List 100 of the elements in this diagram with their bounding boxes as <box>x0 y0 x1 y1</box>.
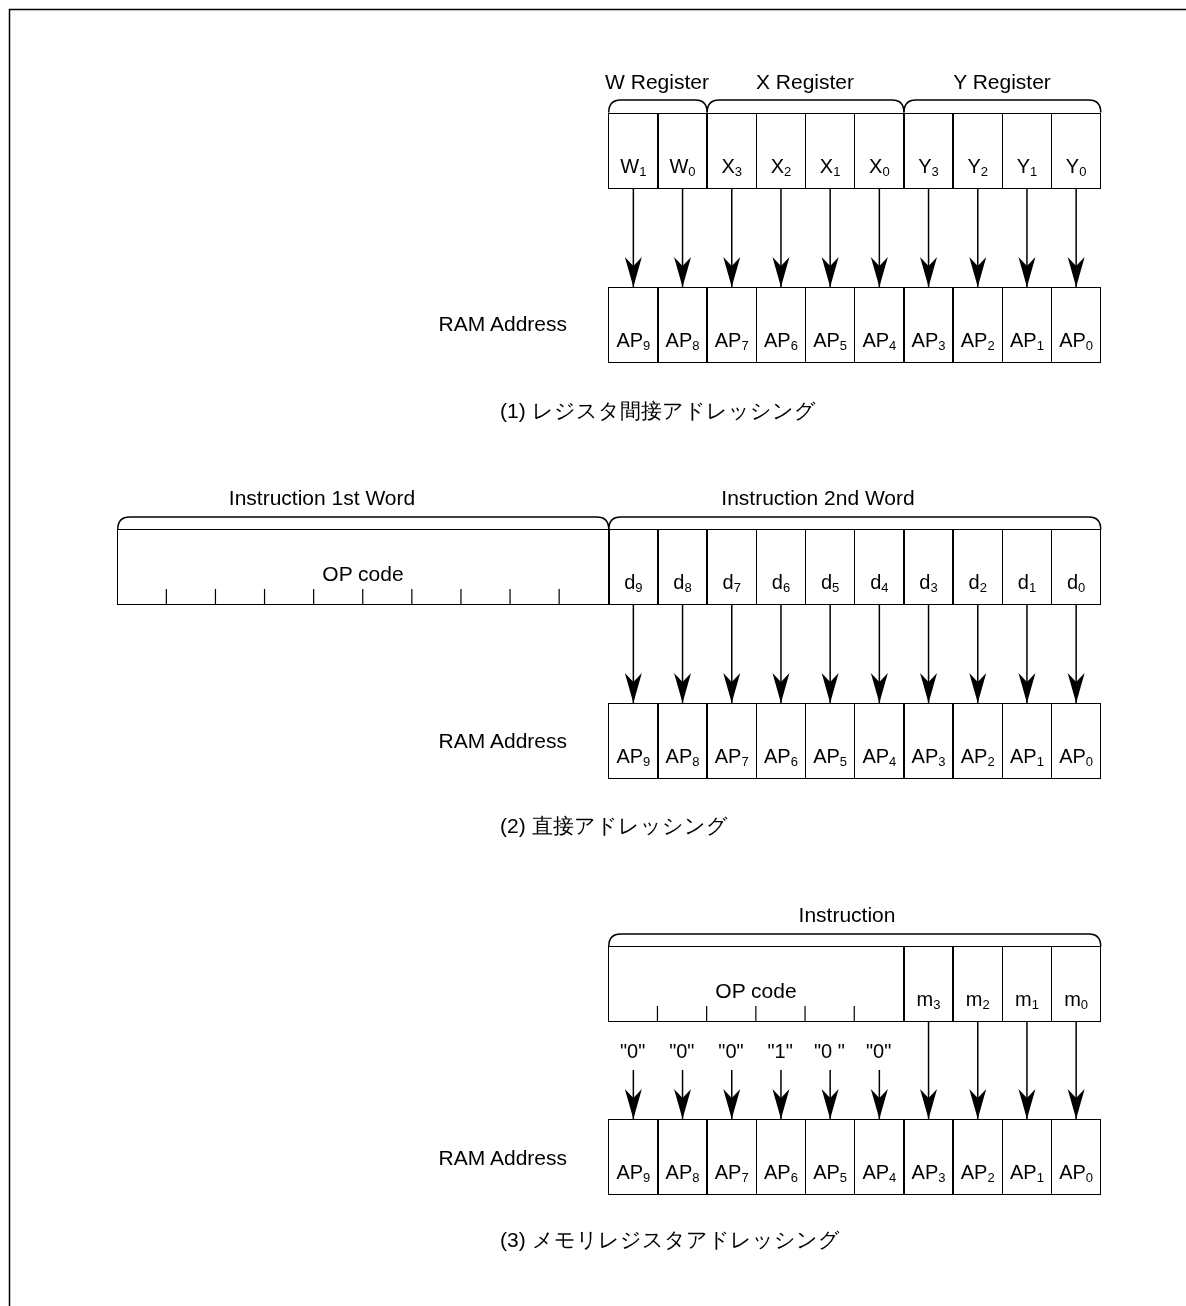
arrow <box>674 1069 692 1120</box>
address-bit-cell: AP$_{2}$ <box>952 287 1004 363</box>
word-name: Instruction <box>798 903 896 927</box>
opcode-field: OP code <box>117 529 610 605</box>
arrow <box>920 604 938 704</box>
address-bit-cell: AP$_{0}$ <box>1050 703 1102 779</box>
arrow <box>674 604 692 704</box>
data-bit-cell: d$_{5}$ <box>804 529 856 605</box>
register-bit-cell: W$_{0}$ <box>657 113 708 189</box>
address-bit-cell: AP$_{1}$ <box>1001 703 1053 779</box>
address-bit-cell: AP$_{8}$ <box>657 703 708 779</box>
data-bit-cell: d$_{7}$ <box>706 529 758 605</box>
data-bit-cell: d$_{1}$ <box>1001 529 1053 605</box>
arrow <box>821 604 839 704</box>
address-bit-cell: AP$_{7}$ <box>706 287 758 363</box>
arrow <box>624 188 642 288</box>
address-bit-cell: AP$_{3}$ <box>903 1119 954 1195</box>
address-bit-cell: AP$_{3}$ <box>903 703 954 779</box>
register-bit-cell: Y$_{3}$ <box>903 113 954 189</box>
ram-address-label: RAM Address <box>438 312 567 336</box>
register-name: X Register <box>756 70 854 94</box>
arrow <box>772 1069 790 1120</box>
address-bit-cell: AP$_{8}$ <box>657 1119 708 1195</box>
arrow <box>624 1069 642 1120</box>
address-bit-cell: AP$_{2}$ <box>952 703 1004 779</box>
address-bit-cell: AP$_{5}$ <box>804 703 856 779</box>
word-name: Instruction 2nd Word <box>721 486 915 510</box>
address-bit-cell: AP$_{4}$ <box>854 287 905 363</box>
fixed-bit-value: "0" <box>619 1040 646 1063</box>
address-bit-cell: AP$_{9}$ <box>608 1119 659 1195</box>
arrow <box>624 604 642 704</box>
address-bit-cell: AP$_{5}$ <box>804 1119 856 1195</box>
ram-address-label: RAM Address <box>438 1146 567 1170</box>
arrow <box>821 1069 839 1120</box>
arrow <box>870 1069 888 1120</box>
arrow <box>969 604 987 704</box>
word-name: Instruction 1st Word <box>228 486 416 510</box>
arrow <box>723 1069 741 1120</box>
data-bit-cell: d$_{2}$ <box>952 529 1004 605</box>
address-bit-cell: AP$_{6}$ <box>755 287 807 363</box>
address-bit-cell: AP$_{0}$ <box>1050 287 1102 363</box>
arrow <box>1067 604 1085 704</box>
arrow <box>772 188 790 288</box>
register-name: W Register <box>605 70 709 94</box>
fixed-bit-value: "0" <box>669 1040 695 1063</box>
memory-bit-cell: m$_{1}$ <box>1001 946 1053 1022</box>
opcode-field: OP code <box>608 946 905 1022</box>
arrow <box>870 604 888 704</box>
address-bit-cell: AP$_{4}$ <box>854 703 905 779</box>
address-bit-cell: AP$_{6}$ <box>755 703 807 779</box>
register-bit-cell: X$_{1}$ <box>804 113 856 189</box>
memory-bit-cell: m$_{0}$ <box>1050 946 1102 1022</box>
fixed-bit-value: "0 " <box>813 1040 845 1063</box>
arrow <box>870 188 888 288</box>
arrow <box>969 188 987 288</box>
address-bit-cell: AP$_{0}$ <box>1050 1119 1102 1195</box>
data-bit-cell: d$_{9}$ <box>608 529 659 605</box>
address-bit-cell: AP$_{7}$ <box>706 703 758 779</box>
section-caption: (3) メモリレジスタアドレッシング <box>500 1227 840 1253</box>
arrow <box>821 188 839 288</box>
address-bit-cell: AP$_{3}$ <box>903 287 954 363</box>
fixed-bit-value: "1" <box>767 1040 793 1063</box>
fixed-bit-value: "0" <box>865 1040 892 1063</box>
address-bit-cell: AP$_{2}$ <box>952 1119 1004 1195</box>
register-bit-cell: Y$_{0}$ <box>1050 113 1102 189</box>
register-bit-cell: Y$_{1}$ <box>1001 113 1053 189</box>
arrow <box>723 188 741 288</box>
arrow <box>1067 188 1085 288</box>
data-bit-cell: d$_{3}$ <box>903 529 954 605</box>
address-bit-cell: AP$_{5}$ <box>804 287 856 363</box>
address-bit-cell: AP$_{9}$ <box>608 287 659 363</box>
ram-address-label: RAM Address <box>438 729 567 753</box>
register-bit-cell: W$_{1}$ <box>608 113 659 189</box>
address-bit-cell: AP$_{1}$ <box>1001 287 1053 363</box>
address-bit-cell: AP$_{7}$ <box>706 1119 758 1195</box>
data-bit-cell: d$_{6}$ <box>755 529 807 605</box>
fixed-bit-value: "0" <box>718 1040 744 1063</box>
address-bit-cell: AP$_{4}$ <box>854 1119 905 1195</box>
arrow <box>920 188 938 288</box>
arrow <box>1018 1021 1036 1120</box>
register-bit-cell: X$_{0}$ <box>854 113 905 189</box>
register-bit-cell: X$_{2}$ <box>755 113 807 189</box>
arrow <box>1018 188 1036 288</box>
arrow <box>920 1021 938 1120</box>
arrow <box>1067 1021 1085 1120</box>
section-caption: (1) レジスタ間接アドレッシング <box>500 398 816 424</box>
address-bit-cell: AP$_{8}$ <box>657 287 708 363</box>
arrow <box>674 188 692 288</box>
section-caption: (2) 直接アドレッシング <box>500 813 728 839</box>
address-bit-cell: AP$_{9}$ <box>608 703 659 779</box>
memory-bit-cell: m$_{3}$ <box>903 946 954 1022</box>
register-name: Y Register <box>953 70 1051 94</box>
register-bit-cell: Y$_{2}$ <box>952 113 1004 189</box>
arrow <box>1018 604 1036 704</box>
address-bit-cell: AP$_{6}$ <box>755 1119 807 1195</box>
arrow <box>969 1021 987 1120</box>
data-bit-cell: d$_{0}$ <box>1050 529 1102 605</box>
arrow <box>772 604 790 704</box>
address-bit-cell: AP$_{1}$ <box>1001 1119 1053 1195</box>
register-bit-cell: X$_{3}$ <box>706 113 758 189</box>
